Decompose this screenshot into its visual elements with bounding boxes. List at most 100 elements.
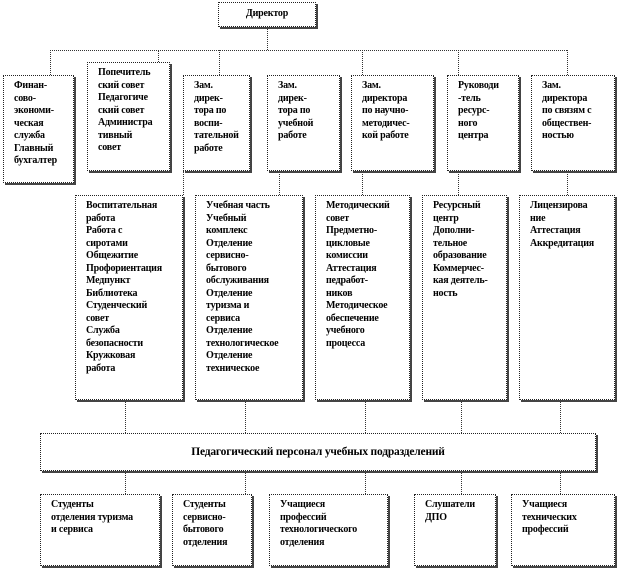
connector: [458, 50, 459, 75]
box-line: Студенческий: [86, 300, 148, 311]
box-line: работа: [86, 212, 116, 224]
box-line: профессий: [280, 511, 327, 523]
box-line: ский совет: [98, 79, 145, 91]
box-line: кой работе: [362, 130, 409, 141]
box-line: Отделение: [206, 287, 253, 299]
box-line: Дополни-: [433, 225, 475, 236]
box-line: центр: [433, 212, 459, 224]
connector: [461, 471, 462, 494]
connector: [567, 171, 568, 195]
box-line: ресурс-: [458, 105, 490, 116]
box-line: дирек-: [194, 92, 223, 104]
box-line: сово-: [14, 92, 36, 104]
connector: [245, 471, 246, 494]
box-line: техническое: [206, 362, 260, 374]
box-line: воспи-: [194, 117, 223, 129]
box-line: Служба: [86, 325, 120, 336]
box-line: служба: [14, 130, 45, 141]
box-line: Зам.: [194, 80, 213, 91]
connector: [125, 400, 126, 433]
box-line: Методический: [326, 200, 390, 211]
box-line: работе: [194, 142, 223, 154]
box-line: Попечитель: [98, 67, 151, 78]
box-line: Зам.: [278, 80, 297, 91]
box-line: по связям с: [542, 105, 592, 116]
box-line: бытового: [183, 524, 224, 535]
box-line: Отделение: [206, 350, 253, 361]
connector: [267, 27, 268, 50]
box-line: сервиса: [206, 312, 240, 324]
box-line: технических: [522, 511, 577, 523]
box-line: безопасности: [86, 337, 143, 349]
box-line: совет: [86, 312, 109, 324]
box-line: Студенты: [183, 499, 226, 510]
box-line: Коммерчес-: [433, 262, 484, 274]
box-line: обществен-: [542, 117, 592, 129]
box-line: комплекс: [206, 225, 248, 236]
box-line: бытового: [206, 262, 247, 274]
box-line: сервисно-: [183, 511, 226, 523]
box-line: совет: [326, 212, 349, 224]
box-line: ностью: [542, 130, 574, 141]
box-line: Педагогиче: [98, 92, 148, 103]
box-line: Зам.: [542, 80, 561, 91]
box-line: Учащиеся: [522, 499, 567, 510]
director-box: Директор: [218, 2, 316, 27]
connector: [461, 400, 462, 433]
box-line: Аккредитация: [530, 237, 595, 249]
box-line: образование: [433, 250, 487, 261]
box-line: кая деятель-: [433, 275, 488, 286]
box-line: по научно-: [362, 105, 409, 116]
box-line: Отделение: [206, 237, 253, 249]
connector: [567, 50, 568, 75]
teaching-staff-box: Педагогический персонал учебных подразде…: [40, 433, 596, 471]
box-line: Работа с: [86, 225, 123, 236]
box-line: ного: [458, 117, 478, 129]
connector: [362, 50, 363, 75]
box-line: ский совет: [98, 104, 145, 116]
box-line: бухгалтер: [14, 155, 57, 166]
connector: [125, 471, 126, 494]
box-line: Студенты: [51, 499, 94, 510]
box-line: профессий: [522, 524, 569, 535]
box-line: Главный: [14, 142, 54, 154]
box-line: Общежитие: [86, 250, 138, 261]
connector: [362, 171, 363, 195]
connector: [219, 50, 220, 75]
box-line: сиротами: [86, 237, 128, 249]
box-line: технологическое: [206, 337, 279, 349]
box-line: цикловые: [326, 237, 370, 249]
box-line: Методическое: [326, 300, 388, 311]
box-line: Медпункт: [86, 275, 131, 286]
box-line: работе: [278, 130, 307, 141]
box-line: Профориентация: [86, 262, 162, 274]
box-line: отделения: [183, 536, 228, 548]
box-line: Кружковая: [86, 350, 136, 361]
box-line: Учебный: [206, 212, 247, 224]
box-line: Учащиеся: [280, 499, 325, 510]
connector: [183, 171, 184, 195]
box-line: дирек-: [278, 92, 307, 104]
box-line: педработ-: [326, 275, 368, 286]
box-line: тивный: [98, 129, 133, 141]
box-line: Слушатели: [425, 499, 475, 510]
box-line: и сервиса: [51, 524, 93, 535]
box-line: сервисно-: [206, 250, 249, 261]
connector: [365, 400, 366, 433]
box-line: Воспитательная: [86, 200, 158, 211]
box-line: Зам.: [362, 80, 381, 91]
box-line: отделения: [280, 536, 325, 548]
